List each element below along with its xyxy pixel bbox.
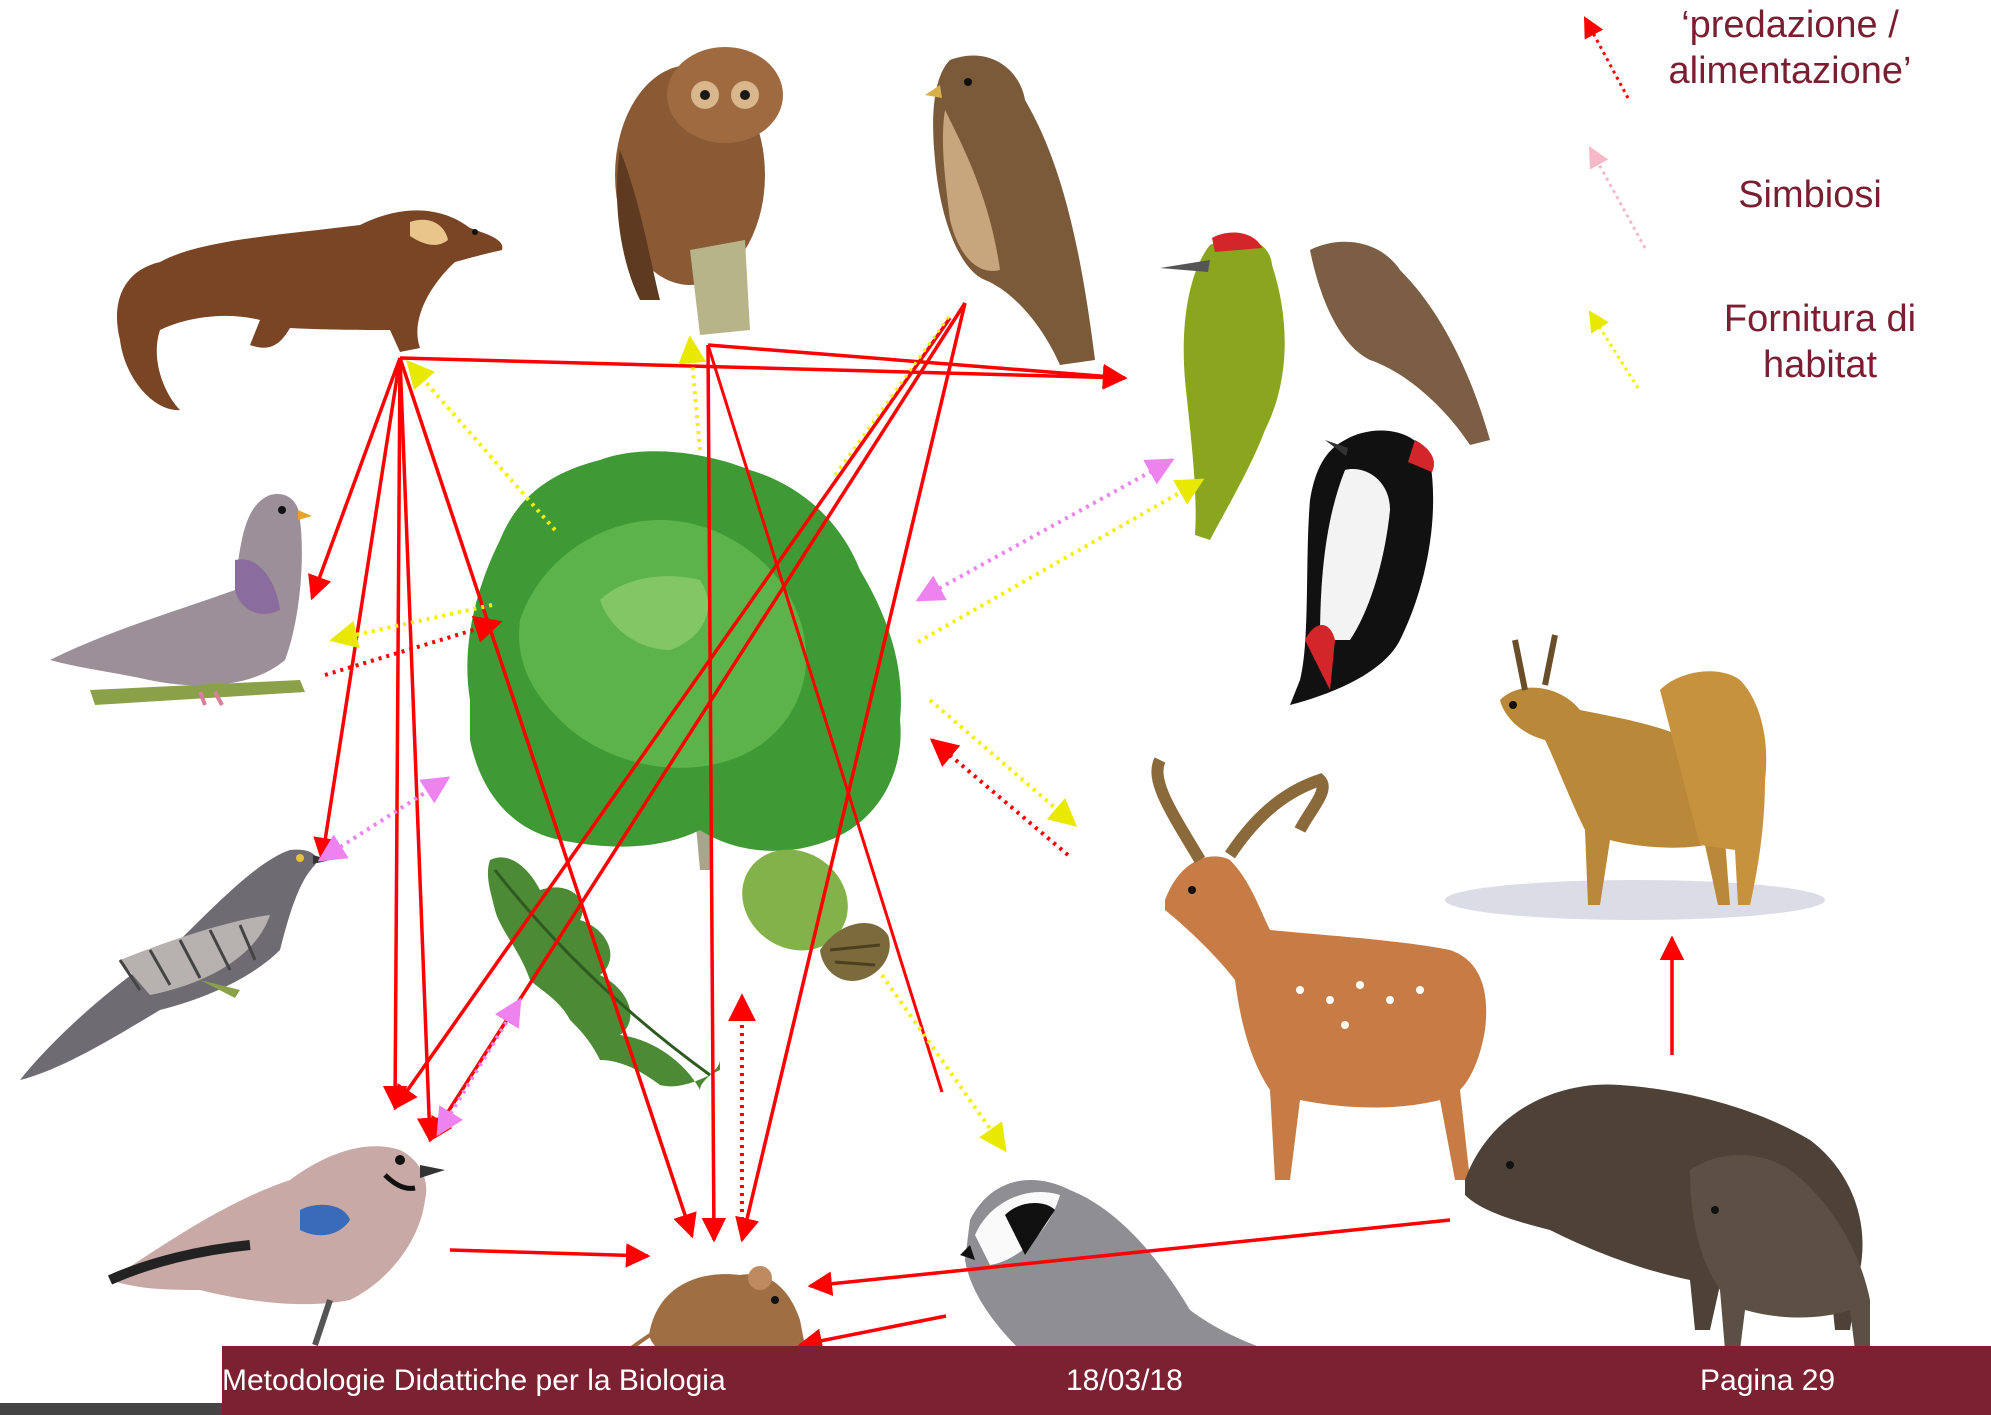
arrow-jay-mouse [450,1250,648,1256]
arrow-badger-mouse [800,1316,946,1345]
legend-predation-line-1: ‘predazione / [1590,2,1990,48]
footer-date: 18/03/18 [1066,1364,1183,1398]
legend-habitat-label: Fornitura di habitat [1630,296,1991,388]
wild-boar-icon [1465,1084,1870,1350]
legend-habitat-line-1: Fornitura di [1630,296,1991,342]
fallow-deer-icon [1157,760,1486,1180]
arrow-hab-buzzard [835,315,950,475]
footer-accent-bar [0,1403,222,1415]
arrow-sym-cuckoo-tree [320,778,448,860]
arrow-hab-owl [690,338,700,450]
arrow-deer-tree [932,740,1068,855]
arrow-sym-tree-woodpecker [918,460,1172,600]
legend-predation-line-2: alimentazione’ [1590,48,1990,94]
wood-pigeon-icon [50,494,312,705]
legend-habitat-line-2: habitat [1630,342,1991,388]
cuckoo-icon [20,850,330,1080]
arrow-marten-cuckoo [322,358,400,860]
roe-deer-icon [1445,635,1825,920]
arrow-marten-jay-2 [400,358,430,1140]
arrow-hab-badger [882,975,1005,1150]
arrow-hab-deer [930,700,1075,825]
footer-page-number: Pagina 29 [1700,1364,1835,1398]
legend-symbiosis-symbol [1590,148,1645,248]
woodpeckers-icon [1160,233,1490,705]
footer-course-title: Metodologie Didattiche per la Biologia [222,1364,726,1398]
legend-predation-label: ‘predazione / alimentazione’ [1590,2,1990,94]
jay-icon [110,1146,445,1345]
tawny-owl-icon [615,47,783,335]
arrow-hab-woodpecker [918,480,1202,642]
oak-tree-icon [467,451,901,870]
legend-symbiosis-label: Simbiosi [1660,172,1960,218]
pine-marten-icon [117,210,502,410]
acorn-icon [722,829,889,981]
arrow-marten-jay [395,358,400,1108]
arrow-marten-pigeon [312,358,400,598]
